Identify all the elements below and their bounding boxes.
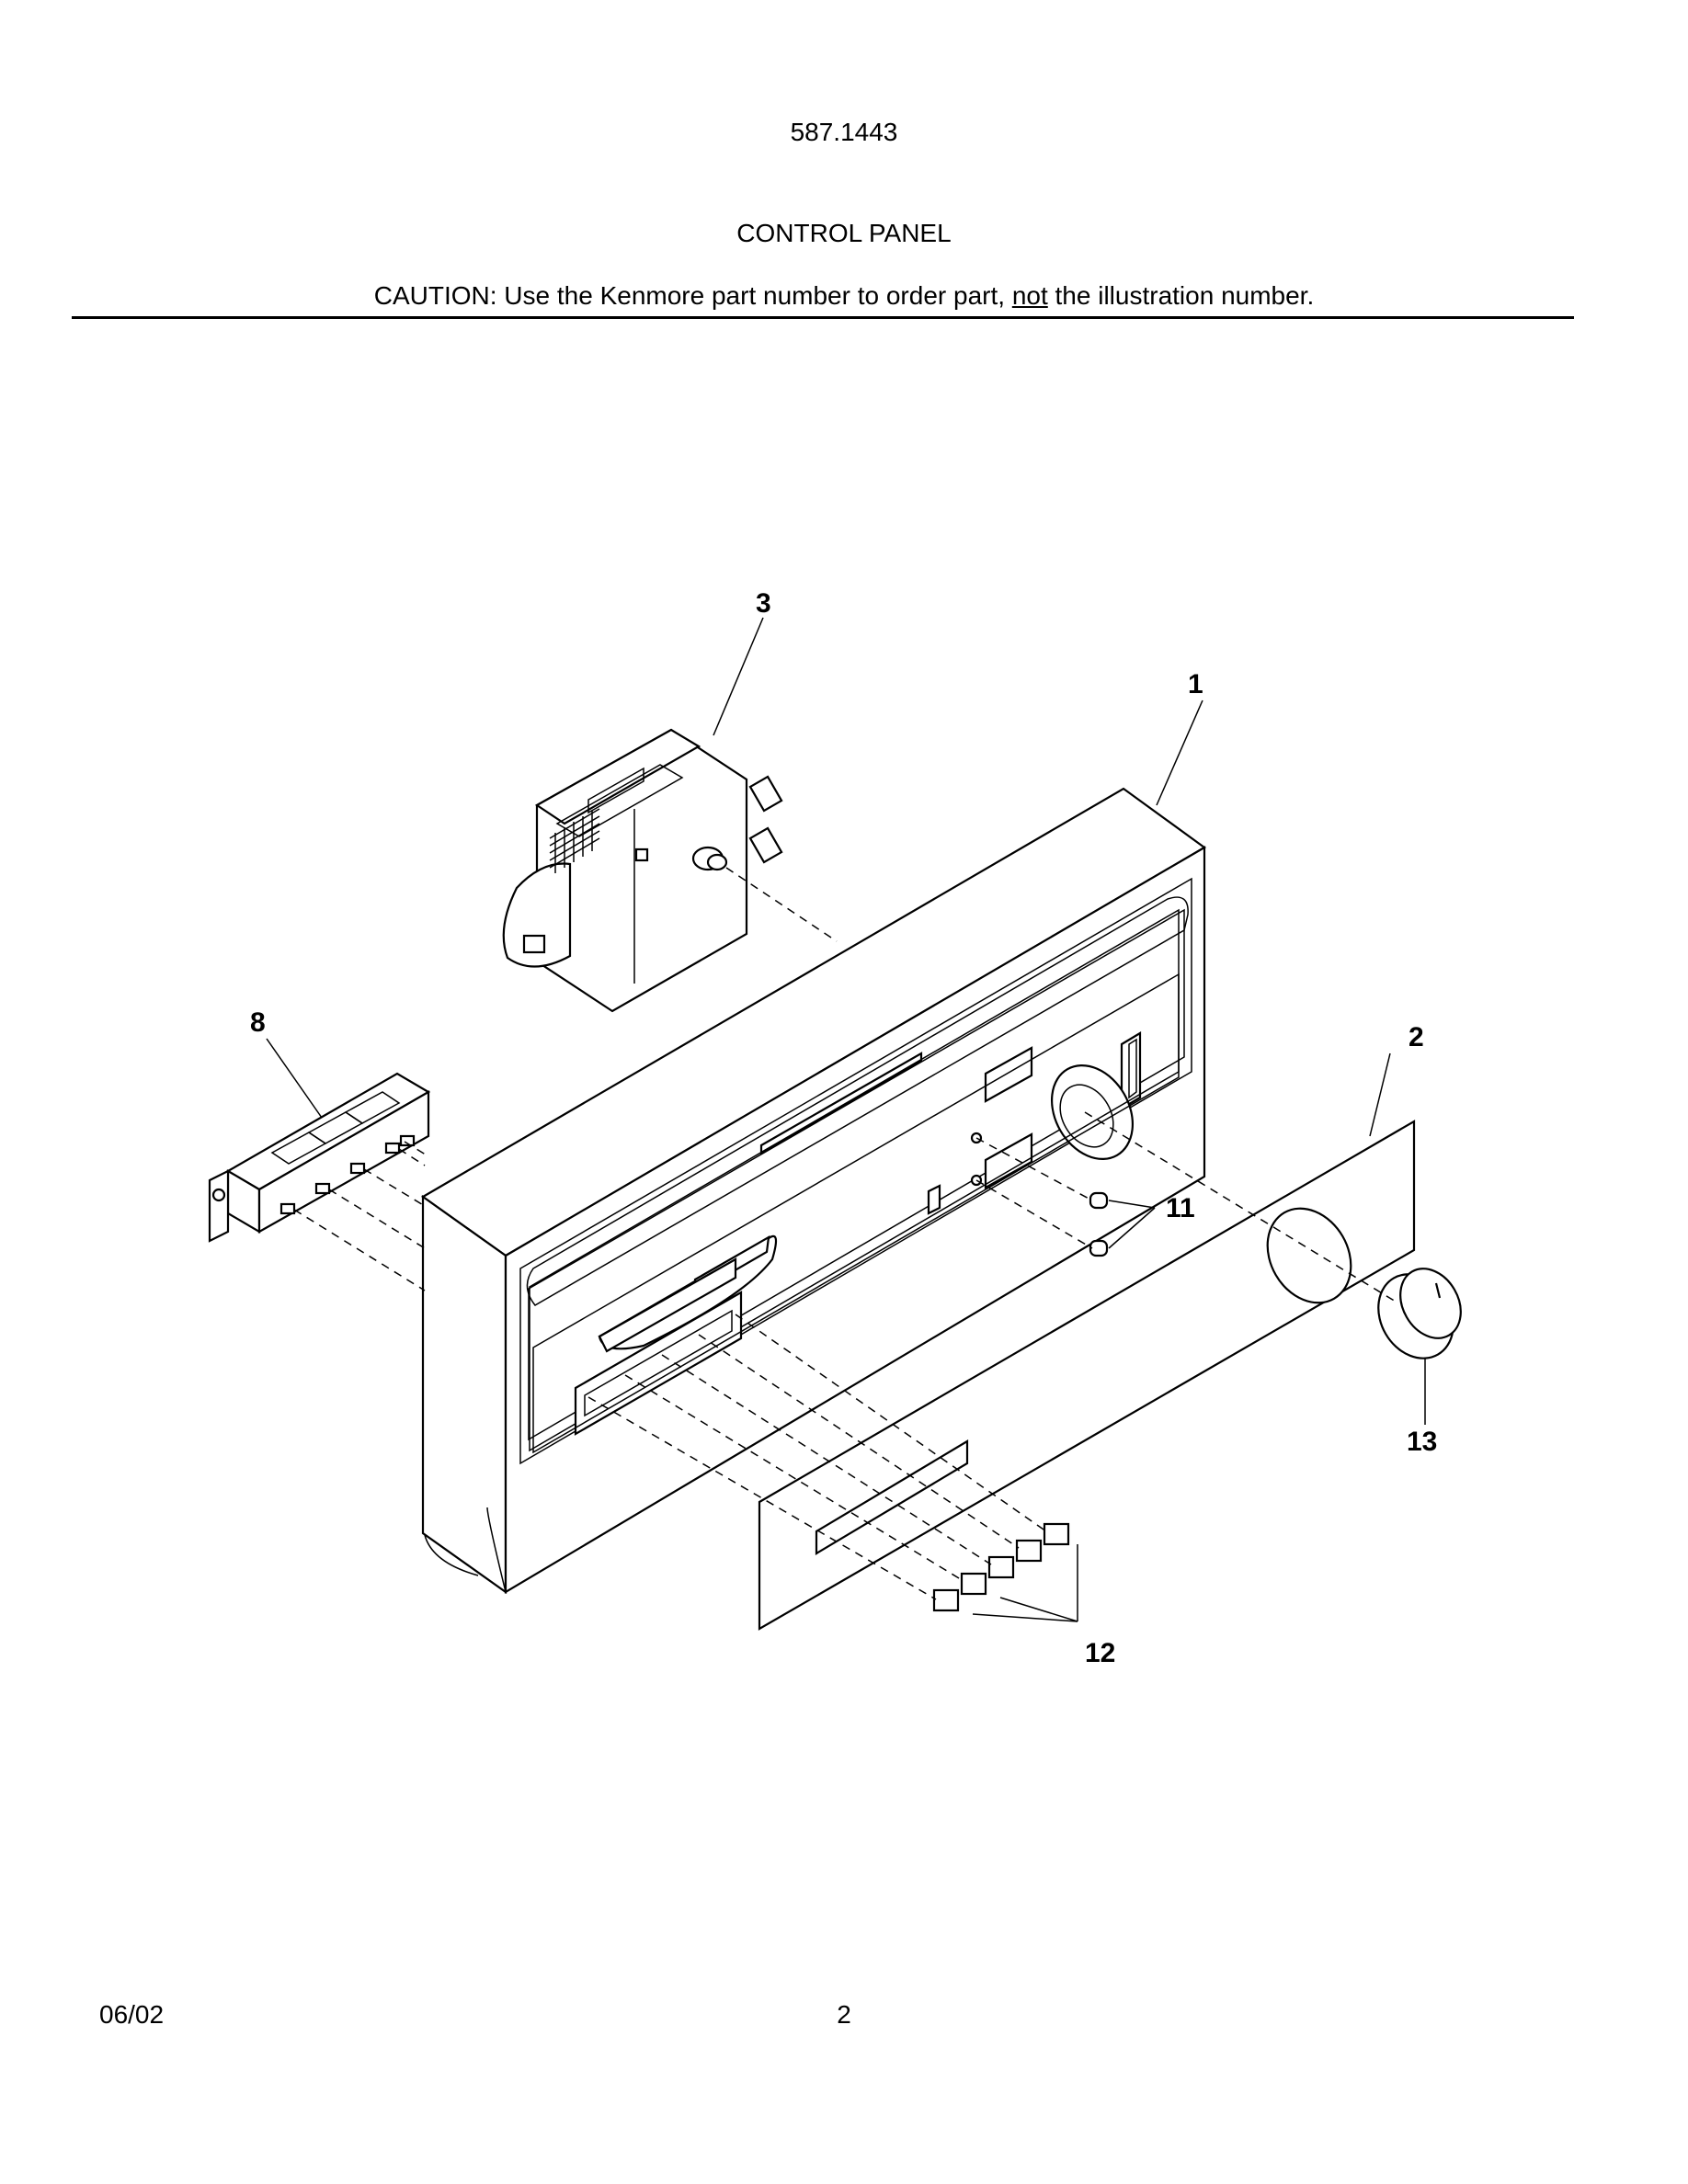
caution-note: CAUTION: Use the Kenmore part number to … <box>0 281 1688 311</box>
leader-lines <box>266 617 1426 1622</box>
caution-suffix: the illustration number. <box>1047 281 1315 310</box>
caution-emphasis: not <box>1011 281 1048 310</box>
section-title: CONTROL PANEL <box>736 219 952 247</box>
model-number: 587.1443 <box>790 118 898 146</box>
part-13-knob <box>1377 1268 1462 1359</box>
switch-terminals <box>279 1134 416 1215</box>
assembly-lines <box>293 867 1397 1600</box>
part-2-overlay-panel <box>758 1120 1416 1631</box>
caution-prefix: CAUTION: Use the Kenmore part number to … <box>373 281 1012 310</box>
part-8-switch-block <box>208 1072 431 1243</box>
footer-page-number: 2 <box>837 2000 851 2029</box>
callout-5: 11 <box>1166 1193 1195 1223</box>
callout-labels: 3 1 2 8 11 13 12 <box>250 588 1437 1668</box>
callout-6: 13 <box>1407 1427 1437 1457</box>
part-12-push-buttons <box>932 1522 1070 1612</box>
callout-3: 2 <box>1409 1022 1424 1052</box>
part-3-timer <box>502 728 783 1013</box>
callout-7: 12 <box>1085 1638 1115 1668</box>
header-rule <box>72 316 1574 319</box>
timer-contact-pins <box>549 808 600 873</box>
part-11-screws <box>1089 1191 1109 1257</box>
part-1-control-panel-housing <box>420 787 1207 1595</box>
callout-1: 3 <box>756 588 771 619</box>
callout-2: 1 <box>1188 669 1203 700</box>
footer-date: 06/02 <box>99 2000 165 2029</box>
callout-4: 8 <box>250 1007 266 1038</box>
